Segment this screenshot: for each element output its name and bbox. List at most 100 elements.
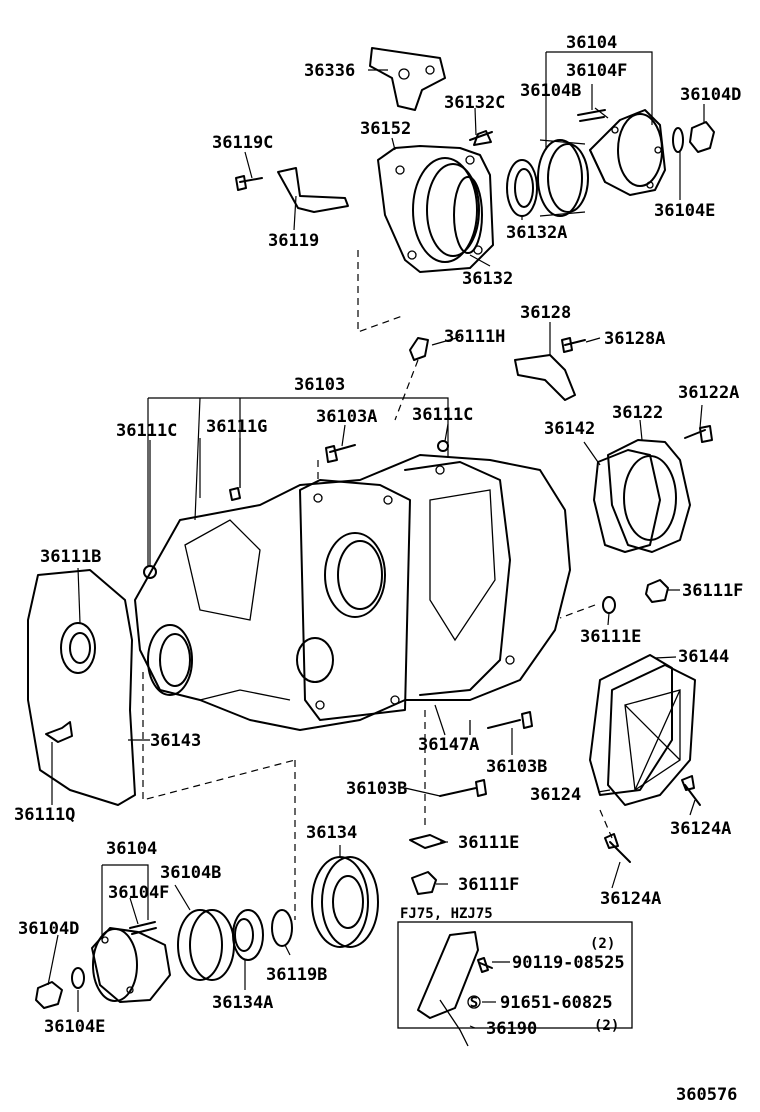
label-36144: 36144: [678, 647, 729, 667]
washer-36104e: [672, 127, 684, 153]
flange-36104-top: [589, 109, 666, 196]
label-36124a-right: 36124A: [670, 819, 731, 839]
stud-36104f: [577, 109, 606, 122]
bolt-36124a-bottom: [604, 833, 631, 863]
label-36104d-bottom: 36104D: [18, 919, 79, 939]
breather-36111h: [409, 337, 429, 361]
label-36119b: 36119B: [266, 965, 327, 985]
svg-text:S: S: [470, 995, 478, 1011]
bolt-36119c: [235, 175, 263, 191]
label-36142: 36142: [544, 419, 595, 439]
label-36111c-left: 36111C: [116, 421, 177, 441]
part-labels: 36104 36336 36104F 36104B 36132C 36104D …: [14, 33, 743, 1105]
label-36122a: 36122A: [678, 383, 739, 403]
inset-cover-36190: [417, 931, 479, 1019]
label-36111e-bottom: 36111E: [458, 833, 519, 853]
label-36132a: 36132A: [506, 223, 567, 243]
gasket-36144: [589, 654, 673, 796]
plug-36111c-right: [437, 440, 449, 452]
inset-part-a-qty: (2): [590, 936, 615, 952]
label-36104f-top: 36104F: [566, 61, 627, 81]
label-36104-top: 36104: [566, 33, 617, 53]
figure-number: 360576: [676, 1085, 737, 1105]
pin-36111g: [229, 487, 241, 501]
label-36128a: 36128A: [604, 329, 665, 349]
label-36134: 36134: [306, 823, 357, 843]
seal-36134a: [232, 909, 264, 961]
label-36111f-bottom: 36111F: [458, 875, 519, 895]
label-36119: 36119: [268, 231, 319, 251]
gasket-36142: [593, 449, 661, 553]
bearing-36104b-bottom: [177, 909, 235, 981]
label-36104e-top: 36104E: [654, 201, 715, 221]
label-36134a: 36134A: [212, 993, 273, 1013]
label-36143: 36143: [150, 731, 201, 751]
label-36128: 36128: [520, 303, 571, 323]
sensor-36111q: [45, 721, 73, 743]
label-36122: 36122: [612, 403, 663, 423]
label-36152: 36152: [360, 119, 411, 139]
bolt-36103b-right: [487, 711, 533, 729]
seal-36119b: [271, 909, 293, 947]
seal-36132a: [506, 159, 538, 217]
label-36104d-top: 36104D: [680, 85, 741, 105]
bolt-36128a: [561, 337, 586, 353]
label-36104e-bottom: 36104E: [44, 1017, 105, 1037]
label-36103b-right: 36103B: [486, 757, 547, 777]
bracket-36128: [514, 354, 576, 401]
label-36111c-right: 36111C: [412, 405, 473, 425]
plug-36111f-right: [645, 579, 669, 603]
bolt-36122a: [684, 425, 713, 443]
label-36104b-bottom: 36104B: [160, 863, 221, 883]
nut-36104d-bottom: [35, 981, 63, 1009]
washer-36111e-bottom: [409, 834, 446, 849]
label-36111g: 36111G: [206, 417, 267, 437]
bracket-36336: [369, 47, 446, 111]
transfer-case-36103: [134, 454, 571, 731]
inset-part-a: 90119-08525: [512, 953, 625, 973]
label-36132c: 36132C: [444, 93, 505, 113]
label-36111f-right: 36111F: [682, 581, 743, 601]
inset-part-b-qty: (2): [594, 1018, 619, 1034]
label-36119c: 36119C: [212, 133, 273, 153]
label-36124a-bottom: 36124A: [600, 889, 661, 909]
label-36147a: 36147A: [418, 735, 479, 755]
label-36111b: 36111B: [40, 547, 101, 567]
label-36336: 36336: [304, 61, 355, 81]
label-36190: 36190: [486, 1019, 537, 1039]
label-36111h: 36111H: [444, 327, 505, 347]
flange-36104-bottom: [91, 927, 171, 1003]
label-36124: 36124: [530, 785, 581, 805]
label-36132: 36132: [462, 269, 513, 289]
bearing-36134: [311, 856, 379, 948]
washer-36104e-bottom: [71, 967, 85, 989]
label-36111q: 36111Q: [14, 805, 75, 825]
cover-36122: [607, 439, 691, 553]
label-36103b-left: 36103B: [346, 779, 407, 799]
gasket-36143: [27, 569, 136, 806]
seal-36132: [453, 176, 483, 254]
stud-36104f-bottom: [129, 921, 157, 935]
label-36111e-right: 36111E: [580, 627, 641, 647]
bolt-36103b-left: [439, 779, 487, 797]
inset-title: FJ75, HZJ75: [400, 906, 493, 922]
inset-box: [397, 921, 633, 1029]
bearing-36104b: [537, 139, 589, 217]
plug-36111f-bottom: [411, 871, 437, 895]
label-36103: 36103: [294, 375, 345, 395]
inset-bolt: [477, 957, 493, 973]
bolt-36132c: [469, 130, 493, 146]
bracket-36119: [277, 167, 349, 213]
label-36104b-top: 36104B: [520, 81, 581, 101]
inset-part-b: 91651-60825: [500, 993, 613, 1013]
inset-washer: [467, 995, 481, 1009]
nut-36104d: [689, 121, 715, 153]
seal-36111b: [60, 622, 96, 674]
washer-36111e-right: [602, 596, 616, 614]
bolt-36124a-right: [681, 775, 701, 806]
label-36104f-bottom: 36104F: [108, 883, 169, 903]
housing-36152: [377, 145, 494, 273]
cover-36124: [607, 664, 696, 806]
